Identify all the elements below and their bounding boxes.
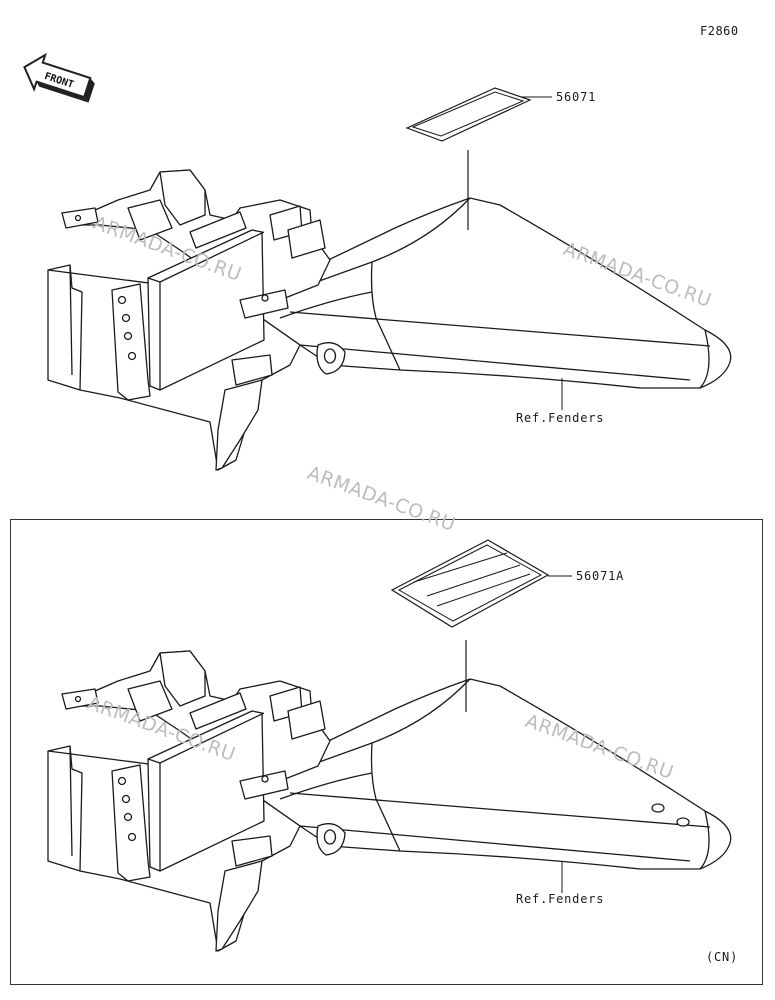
reference-label: Ref.Fenders	[516, 892, 605, 906]
figure-code: F2860	[700, 24, 739, 38]
fender-hole	[651, 803, 665, 813]
part-number-label: 56071	[556, 90, 597, 104]
variant-panel-frame	[10, 519, 763, 985]
region-mark: (CN)	[706, 950, 739, 964]
label-decal-56071	[405, 87, 532, 142]
fender-assembly-drawing-variant	[47, 650, 732, 952]
reference-label: Ref.Fenders	[516, 411, 605, 425]
fender-assembly-drawing	[47, 169, 732, 471]
part-number-label: 56071A	[576, 569, 625, 583]
fender-hole	[676, 817, 690, 827]
label-decal-56071A	[390, 539, 550, 628]
